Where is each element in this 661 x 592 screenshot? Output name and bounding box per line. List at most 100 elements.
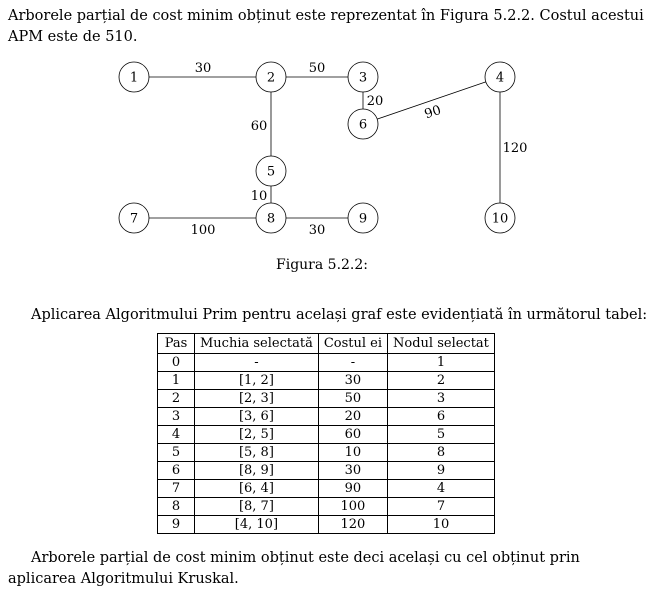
table-cell: 1 <box>157 371 195 390</box>
intro-paragraph: Arborele parțial de cost minim obținut e… <box>8 8 644 45</box>
graph-node-9: 9 <box>347 202 379 234</box>
table-row: 0--1 <box>157 353 495 372</box>
node-circle <box>255 155 287 187</box>
table-cell: [1, 2] <box>194 371 319 390</box>
graph-node-4: 4 <box>484 61 516 93</box>
table-cell: 0 <box>157 353 195 372</box>
table-cell: 5 <box>157 443 195 462</box>
figure-caption: Figura 5.2.2: <box>276 257 368 273</box>
edge-weight-label: 20 <box>367 94 384 109</box>
node-label: 8 <box>267 212 275 227</box>
table-cell: 5 <box>387 425 495 444</box>
node-circle <box>484 61 516 93</box>
edge-weight-label: 60 <box>251 119 268 134</box>
table-cell: 9 <box>157 515 195 534</box>
table-cell: [6, 4] <box>194 479 319 498</box>
table-cell: 30 <box>317 461 389 480</box>
table-cell: 2 <box>387 371 495 390</box>
edge-weight-label: 10 <box>251 189 268 204</box>
edge-weight-label: 120 <box>503 141 528 156</box>
graph-node-10: 10 <box>484 202 516 234</box>
node-label: 5 <box>267 165 275 180</box>
table-cell: 9 <box>387 461 495 480</box>
table-cell: [8, 7] <box>194 497 319 516</box>
graph-node-1: 1 <box>118 61 150 93</box>
header-pas: Pas <box>157 333 195 354</box>
table-cell: 10 <box>317 443 389 462</box>
table-cell: 60 <box>317 425 389 444</box>
edge-weight-label: 90 <box>423 103 443 122</box>
graph-node-8: 8 <box>255 202 287 234</box>
table-cell: 6 <box>157 461 195 480</box>
node-label: 4 <box>496 71 504 86</box>
edge-6-4 <box>362 76 501 125</box>
table-cell: 8 <box>157 497 195 516</box>
prim-paragraph: Aplicarea Algoritmului Prim pentru acela… <box>31 307 648 323</box>
node-circle <box>118 202 150 234</box>
table-cell: [4, 10] <box>194 515 319 534</box>
node-circle <box>118 61 150 93</box>
header-muchia: Muchia selectată <box>194 333 319 354</box>
table-cell: 20 <box>317 407 389 426</box>
node-label: 2 <box>267 71 275 86</box>
table-cell: [2, 3] <box>194 389 319 408</box>
table-cell: 4 <box>387 479 495 498</box>
node-circle <box>255 202 287 234</box>
table-cell: 50 <box>317 389 389 408</box>
table-header-row: Pas Muchia selectată Costul ei Nodul sel… <box>157 333 495 354</box>
table-cell: 4 <box>157 425 195 444</box>
table-cell: 7 <box>157 479 195 498</box>
graph-node-5: 5 <box>255 155 287 187</box>
node-label: 1 <box>130 71 138 86</box>
table-cell: 1 <box>387 353 495 372</box>
table-cell: 10 <box>387 515 495 534</box>
edge-weight-label: 100 <box>191 223 216 238</box>
table-cell: - <box>317 353 389 372</box>
node-label: 7 <box>130 212 138 227</box>
node-circle <box>484 202 516 234</box>
graph-node-2: 2 <box>255 61 287 93</box>
graph-node-7: 7 <box>118 202 150 234</box>
table-cell: 7 <box>387 497 495 516</box>
table-cell: 30 <box>317 371 389 390</box>
table-cell: [5, 8] <box>194 443 319 462</box>
node-label: 9 <box>359 212 367 227</box>
table-cell: 3 <box>387 389 495 408</box>
graph-node-6: 6 <box>347 108 379 140</box>
header-costul: Costul ei <box>317 333 389 354</box>
node-circle <box>347 202 379 234</box>
table-cell: 120 <box>317 515 389 534</box>
table-cell: 3 <box>157 407 195 426</box>
table-cell: 6 <box>387 407 495 426</box>
conclusion-paragraph: Arborele parțial de cost minim obținut e… <box>8 550 580 587</box>
node-label: 6 <box>359 118 367 133</box>
node-label: 3 <box>359 71 367 86</box>
table-cell: - <box>194 353 319 372</box>
table-cell: 90 <box>317 479 389 498</box>
table-cell: [2, 5] <box>194 425 319 444</box>
table-cell: [8, 9] <box>194 461 319 480</box>
header-nodul: Nodul selectat <box>387 333 495 354</box>
table-cell: [3, 6] <box>194 407 319 426</box>
prim-steps-table: Pas Muchia selectată Costul ei Nodul sel… <box>157 333 495 534</box>
table-cell: 2 <box>157 389 195 408</box>
node-circle <box>347 61 379 93</box>
node-circle <box>255 61 287 93</box>
edge-weight-label: 50 <box>309 61 326 76</box>
graph-node-3: 3 <box>347 61 379 93</box>
node-label: 10 <box>492 212 509 227</box>
table-cell: 8 <box>387 443 495 462</box>
node-circle <box>347 108 379 140</box>
edge-weight-label: 30 <box>195 61 212 76</box>
